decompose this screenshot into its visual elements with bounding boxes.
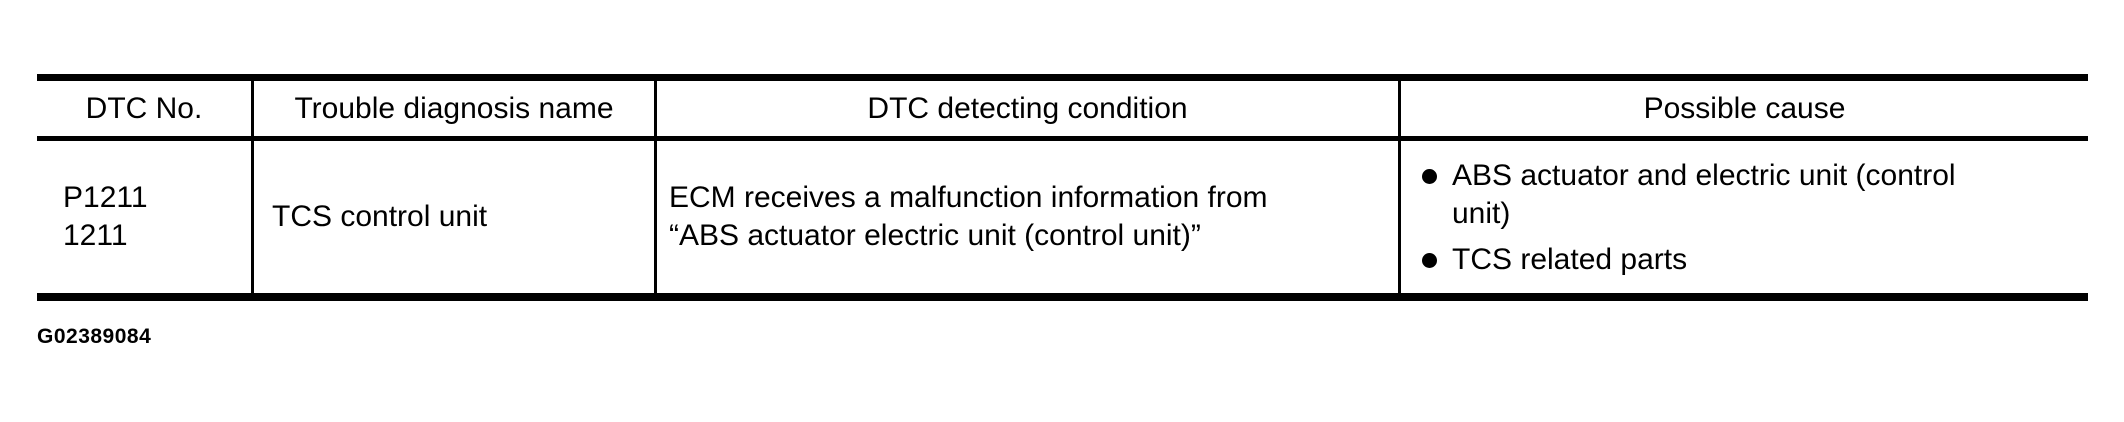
possible-cause-text: ABS actuator and electric unit (control …	[1452, 159, 1956, 230]
cell-possible-cause: ABS actuator and electric unit (control …	[1398, 141, 2088, 293]
header-dtc-no: DTC No.	[85, 91, 203, 125]
dtc-table: DTC No. Trouble diagnosis name DTC detec…	[37, 74, 2088, 301]
possible-cause-item: TCS related parts	[1401, 241, 2088, 279]
header-trouble-diagnosis-name: Trouble diagnosis name	[251, 81, 654, 136]
possible-cause-item: ABS actuator and electric unit (control …	[1401, 157, 2088, 233]
detecting-condition-line-2: “ABS actuator electric unit (control uni…	[669, 219, 1201, 252]
bullet-icon	[1422, 169, 1437, 184]
cell-dtc-detecting-condition: ECM receives a malfunction information f…	[654, 141, 1398, 293]
dtc-code-obd: P1211	[63, 181, 148, 214]
cell-trouble-diagnosis-name: TCS control unit	[251, 141, 654, 293]
header-possible-cause: Possible cause	[1398, 81, 2088, 136]
bullet-icon	[1422, 253, 1437, 268]
detecting-condition-line-1: ECM receives a malfunction information f…	[669, 181, 1268, 214]
figure-code: G02389084	[37, 325, 152, 348]
table-row: P1211 1211 TCS control unit ECM receives…	[37, 141, 2088, 293]
trouble-diagnosis-name: TCS control unit	[272, 200, 488, 233]
dtc-code-consult: 1211	[63, 219, 128, 252]
header-dtc-detecting-condition: DTC detecting condition	[654, 81, 1398, 136]
cell-dtc-no: P1211 1211	[37, 141, 251, 293]
table-header-row: DTC No. Trouble diagnosis name DTC detec…	[37, 81, 2088, 141]
possible-cause-text: TCS related parts	[1452, 243, 1688, 276]
